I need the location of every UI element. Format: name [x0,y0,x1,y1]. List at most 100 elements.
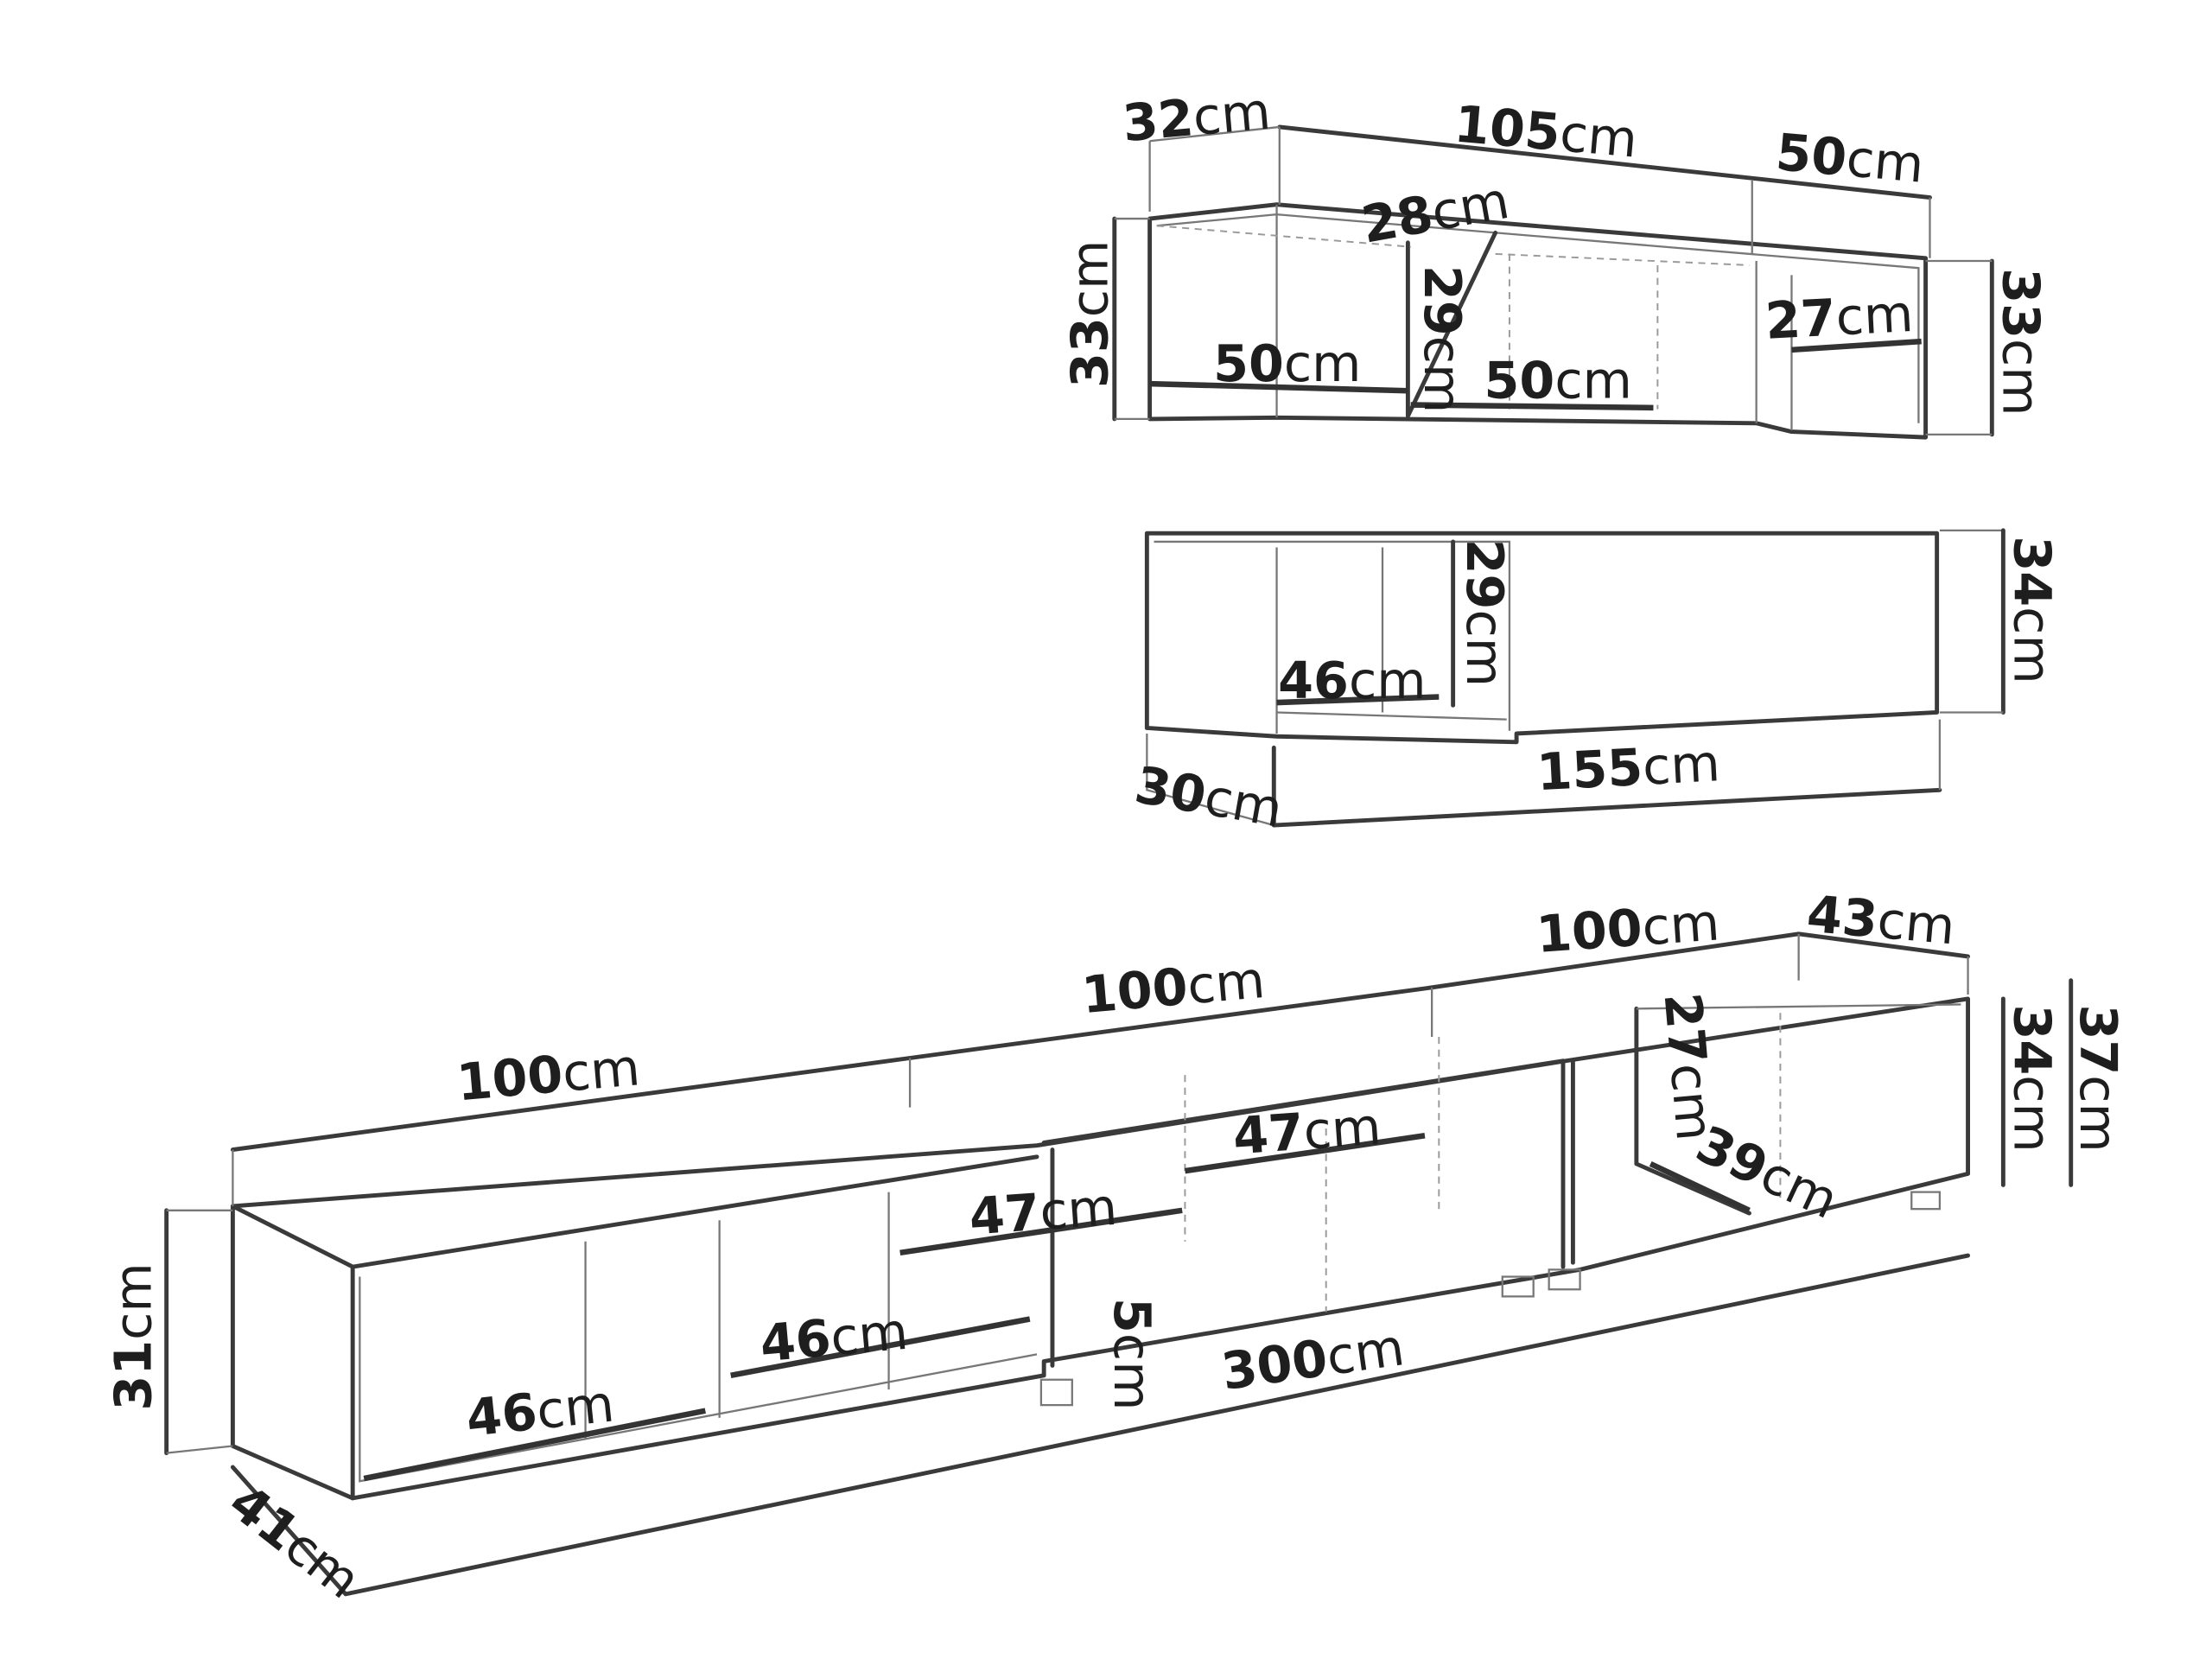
dimension-value: 27 [1653,990,1719,1065]
dimension-unit: cm [1558,103,1640,169]
dimension-value: 47 [967,1182,1041,1247]
dimension-label-wall-shelf-height-left: 33cm [1060,240,1120,388]
dimension-label-wall-cabinet-height: 34cm [2002,536,2062,683]
hidden-edge [1495,252,1750,266]
dimension-label-tv-unit-length-1: 100cm [454,1037,642,1112]
dimension-value: 34 [2002,1004,2062,1075]
dimension-label-tv-unit-depth-right: 43cm [1805,884,1958,957]
dimension-value: 100 [454,1044,565,1112]
dimension-label-wall-shelf-depth: 32cm [1120,81,1273,154]
hidden-edge [1156,225,1411,248]
dimension-unit: cm [1349,651,1427,710]
dim-line [1149,125,1280,143]
dimension-unit: cm [1323,1317,1408,1387]
dimension-unit: cm [828,1301,910,1368]
leg [1910,1191,1942,1211]
dimension-label-wall-shelf-inner-depth: 28cm [1357,170,1514,255]
leg [1548,1268,1581,1291]
shelf-line [1791,338,1922,353]
dimension-value: 50 [1774,122,1849,188]
dimension-value: 46 [463,1382,540,1448]
dimension-unit: cm [1038,1177,1119,1242]
compartment-top [1636,1003,1961,1010]
dim-line [1271,745,1942,828]
dimension-value: 46 [758,1308,833,1374]
shelf-line [1184,1133,1426,1174]
dimension-value: 155 [1535,737,1644,802]
shelf-line [1149,380,1408,394]
dimension-label-tv-unit-height-inner: 34cm [2002,1004,2062,1152]
dimension-label-wall-shelf-inner-height-right: 27cm [1764,283,1915,351]
dimension-value: 28 [1357,183,1438,254]
dimension-unit: cm [1641,733,1721,797]
dimension-value: 33 [1991,268,2050,339]
shelf-line [1410,402,1654,411]
dimension-label-tv-unit-height-left: 31cm [104,1262,163,1410]
dimension-label-wall-shelf-length-total: 105cm [1452,93,1639,168]
dimension-label-wall-shelf-length-right: 50cm [1774,122,1927,194]
dim-line [1277,124,1932,200]
dimension-unit: cm [2069,1075,2128,1153]
dimension-value: 50 [1213,334,1284,393]
dimension-unit: cm [534,1373,617,1440]
dimension-label-wall-cabinet-inner-height: 29cm [1455,539,1515,687]
dimension-value: 100 [1079,957,1190,1025]
dimension-label-tv-unit-inner-depth: 39cm [1688,1114,1847,1230]
dimension-label-tv-unit-shelf-c: 46cm [758,1301,911,1374]
tv-unit-inner [359,1276,1038,1483]
dimension-value: 34 [2002,536,2062,607]
shelf-line [730,1316,1031,1379]
dimension-label-wall-shelf-shelf-left: 50cm [1213,334,1361,393]
shelf-line [1649,1160,1751,1213]
dimension-unit: cm [1185,950,1267,1016]
dimension-value: 32 [1120,87,1195,153]
dimension-label-wall-shelf-shelf-middle: 50cm [1484,350,1632,410]
dimension-unit: cm [1413,336,1472,414]
shelf-line [899,1207,1183,1256]
dimension-label-wall-shelf-height-right: 33cm [1991,268,2050,416]
shelf-back [1276,711,1507,721]
dimension-unit: cm [1455,609,1515,687]
dimension-unit: cm [2002,607,2062,684]
shelf-line [363,1408,706,1482]
wall-shelf-compartment [1405,230,1498,419]
dimension-unit: cm [1554,350,1632,410]
dimension-label-wall-cabinet-shelf-width: 46cm [1278,651,1426,710]
dimension-label-tv-unit-length-total: 300cm [1217,1317,1408,1402]
compartment [1634,1006,1751,1216]
dimension-label-tv-unit-shelf-d: 46cm [463,1373,617,1448]
dimension-unit: cm [1103,1333,1162,1411]
dimension-unit: cm [104,1262,163,1340]
wall-cabinet-inner [1154,540,1511,731]
door-frame [1041,1058,1566,1269]
dimension-value: 300 [1217,1328,1331,1402]
dimension-unit: cm [1834,283,1915,347]
dimension-value: 105 [1452,93,1562,162]
dimension-label-tv-unit-leg-height: 5cm [1103,1298,1162,1410]
dim-line [1146,733,1274,827]
wall-shelf-inner [1156,213,1920,423]
leg [1039,1378,1073,1407]
dimension-label-tv-unit-length-2: 100cm [1079,950,1267,1025]
dimension-value: 31 [104,1340,163,1411]
dimension-value: 33 [1060,317,1120,388]
dimension-value: 50 [1484,350,1555,410]
dimension-value: 27 [1764,288,1837,351]
wall-cabinet-outline [1144,531,1940,745]
dimension-label-tv-unit-depth-left: 41cm [219,1472,372,1611]
dimension-unit: cm [1991,339,2050,416]
dimension-value: 30 [1131,754,1211,825]
furniture-outlines [164,124,2074,1597]
dimension-unit: cm [1875,890,1957,957]
dimension-value: 43 [1805,884,1880,950]
dimension-unit: cm [1301,1096,1382,1161]
dimension-unit: cm [1659,1061,1726,1143]
dimension-unit: cm [1427,170,1513,243]
dimension-unit: cm [560,1037,642,1103]
dimension-label-wall-cabinet-depth: 30cm [1131,754,1287,839]
dimension-unit: cm [1844,128,1926,194]
leg [1501,1275,1535,1298]
dimension-value: 37 [2069,1004,2128,1075]
